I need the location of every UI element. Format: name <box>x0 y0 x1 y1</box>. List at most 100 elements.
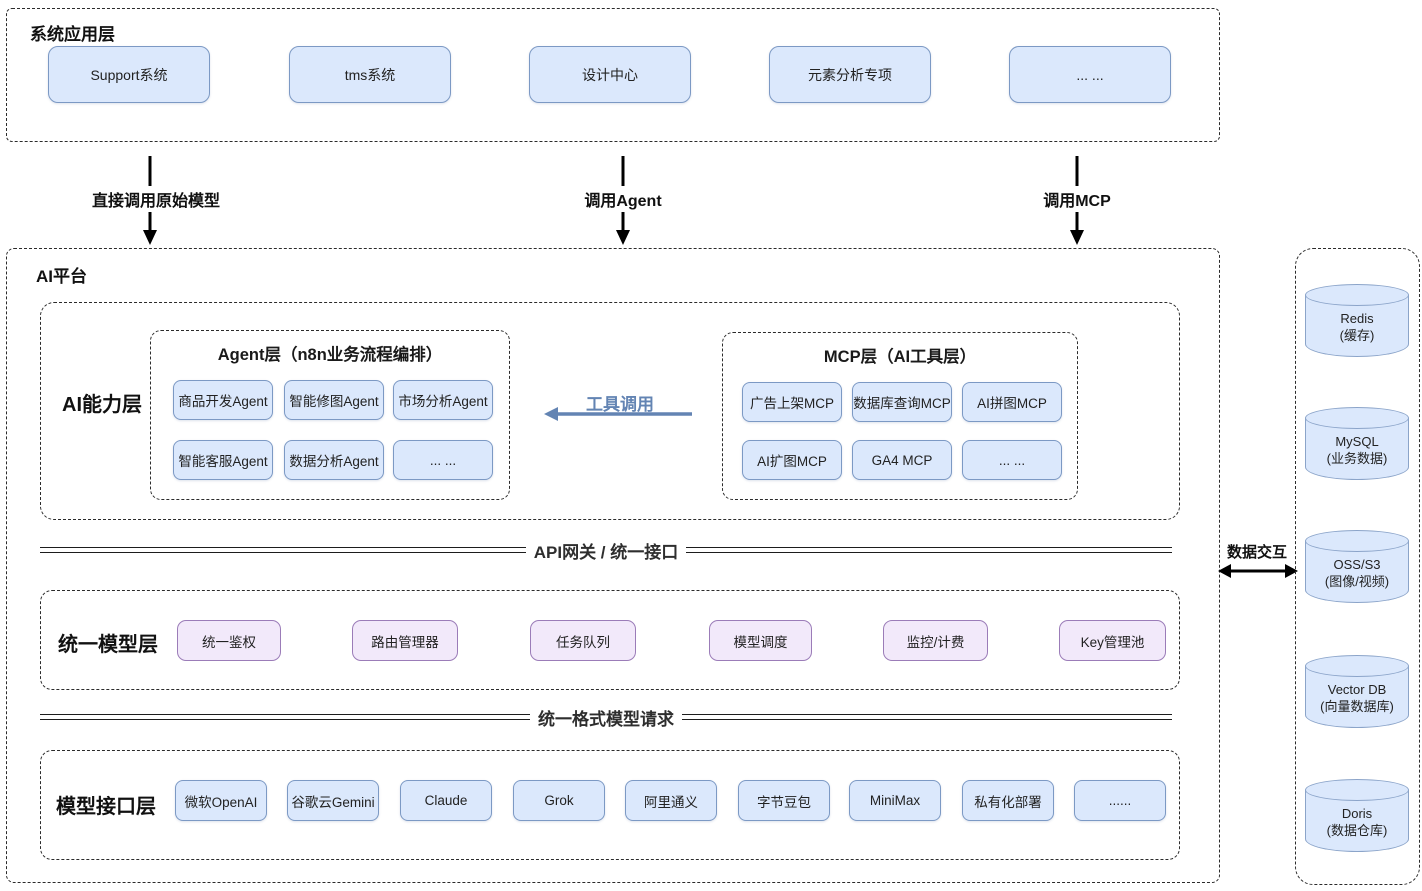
model-module-node: 统一鉴权 <box>177 620 281 661</box>
mcp-node: ... ... <box>962 440 1062 480</box>
model-module-label: 模型调度 <box>733 634 788 650</box>
cylinder-body <box>1305 790 1409 852</box>
agent-node: 智能修图Agent <box>284 380 384 420</box>
cylinder-top <box>1305 779 1409 801</box>
cylinder-top <box>1305 407 1409 429</box>
agent-node: 商品开发Agent <box>173 380 273 420</box>
agent-node: 数据分析Agent <box>284 440 384 480</box>
database-desc: (业务数据) <box>1326 450 1388 466</box>
mcp-node-label: GA4 MCP <box>871 452 933 468</box>
database-cylinder-oss: OSS/S3 (图像/视频) <box>1305 530 1409 603</box>
database-desc: (向量数据库) <box>1320 698 1394 714</box>
cylinder-top <box>1305 655 1409 677</box>
agent-node-label: 市场分析Agent <box>398 394 488 409</box>
model-module-node: 监控/计费 <box>883 620 988 661</box>
model-module-node: 任务队列 <box>530 620 636 661</box>
provider-node-label: 谷歌云Gemini <box>291 794 375 810</box>
cylinder-top <box>1305 284 1409 306</box>
model-module-label: 任务队列 <box>556 634 610 650</box>
system-node: tms系统 <box>289 46 451 103</box>
cylinder-body <box>1305 295 1409 357</box>
provider-node: 私有化部署 <box>962 780 1054 821</box>
ai-platform-title: AI平台 <box>36 267 87 286</box>
provider-node: 阿里通义 <box>625 780 717 821</box>
system-app-layer-title: 系统应用层 <box>30 25 115 44</box>
provider-node: 微软OpenAI <box>175 780 267 821</box>
mcp-node: 广告上架MCP <box>742 382 842 422</box>
database-cylinder-doris: Doris (数据仓库) <box>1305 779 1409 852</box>
database-label: Redis (缓存) <box>1305 311 1409 345</box>
divider-line <box>686 547 1173 553</box>
model-module-label: 监控/计费 <box>906 634 965 650</box>
unified-request-label: 统一格式模型请求 <box>538 709 674 729</box>
left-arrow-icon <box>544 407 692 421</box>
model-module-label: 统一鉴权 <box>202 634 256 650</box>
flow-direct-model-label: 直接调用原始模型 <box>86 186 226 212</box>
mcp-node: AI扩图MCP <box>742 440 842 480</box>
agent-node-label: 商品开发Agent <box>178 394 268 409</box>
provider-node: ...... <box>1074 780 1166 821</box>
provider-node: 字节豆包 <box>738 780 830 821</box>
agent-node: 智能客服Agent <box>173 440 273 480</box>
provider-node: 谷歌云Gemini <box>287 780 379 821</box>
provider-node-label: Claude <box>424 793 468 808</box>
agent-node-label: 智能修图Agent <box>289 394 379 409</box>
provider-node-label: MiniMax <box>869 793 921 808</box>
database-label: MySQL (业务数据) <box>1305 434 1409 468</box>
system-node-label: Support系统 <box>90 66 168 83</box>
database-name: Vector DB <box>1327 682 1387 697</box>
capability-layer-container <box>40 302 1180 520</box>
mcp-node-label: ... ... <box>998 452 1026 468</box>
database-cylinder-redis: Redis (缓存) <box>1305 284 1409 357</box>
provider-node: Claude <box>400 780 492 821</box>
system-node: Support系统 <box>48 46 210 103</box>
system-node-label: 设计中心 <box>582 66 638 83</box>
double-arrow-icon <box>1218 564 1298 578</box>
database-name: Doris <box>1341 806 1373 821</box>
database-name: MySQL <box>1335 434 1379 449</box>
agent-layer-container <box>150 330 510 500</box>
divider-line <box>682 714 1172 720</box>
system-node-label: 元素分析专项 <box>808 66 892 83</box>
mcp-layer-title: MCP层（AI工具层） <box>823 348 977 366</box>
database-name: OSS/S3 <box>1333 557 1381 572</box>
database-desc: (数据仓库) <box>1326 822 1388 838</box>
provider-node-label: 微软OpenAI <box>184 794 258 810</box>
unified-model-layer-container <box>40 590 1180 690</box>
system-node-label: tms系统 <box>344 66 396 83</box>
database-cylinder-mysql: MySQL (业务数据) <box>1305 407 1409 480</box>
provider-node-label: 私有化部署 <box>974 794 1042 810</box>
data-exchange-label: 数据交互 <box>1226 544 1288 561</box>
mcp-node-label: 数据库查询MCP <box>853 396 951 411</box>
divider-line <box>40 714 530 720</box>
agent-node: ... ... <box>393 440 493 480</box>
mcp-node-label: 广告上架MCP <box>750 396 834 411</box>
data-store-container <box>1295 248 1420 885</box>
mcp-node-label: AI拼图MCP <box>977 396 1047 411</box>
mcp-layer-container <box>722 332 1078 500</box>
model-module-node: Key管理池 <box>1059 620 1166 661</box>
model-interface-layer-title: 模型接口层 <box>56 796 156 818</box>
flow-call-mcp-label: 调用MCP <box>1038 186 1116 212</box>
unified-model-layer-title: 统一模型层 <box>58 634 158 656</box>
system-node: 设计中心 <box>529 46 691 103</box>
api-gateway-divider: API网关 / 统一接口 <box>40 538 1173 562</box>
database-desc: (图像/视频) <box>1324 573 1390 589</box>
ai-platform-container <box>6 248 1220 883</box>
model-interface-layer-container <box>40 750 1180 860</box>
agent-layer-title: Agent层（n8n业务流程编排） <box>217 346 443 364</box>
mcp-node: AI拼图MCP <box>962 382 1062 422</box>
unified-request-divider: 统一格式模型请求 <box>40 705 1172 729</box>
mcp-node: GA4 MCP <box>852 440 952 480</box>
flow-call-agent-label: 调用Agent <box>579 186 667 212</box>
database-label: Doris (数据仓库) <box>1305 806 1409 840</box>
model-module-label: 路由管理器 <box>371 634 439 650</box>
provider-node: Grok <box>513 780 605 821</box>
divider-line <box>40 547 526 553</box>
agent-node-label: ... ... <box>429 452 457 468</box>
provider-node-label: ...... <box>1108 793 1132 808</box>
cylinder-top <box>1305 530 1409 552</box>
database-name: Redis <box>1340 311 1374 326</box>
provider-node: MiniMax <box>849 780 941 821</box>
